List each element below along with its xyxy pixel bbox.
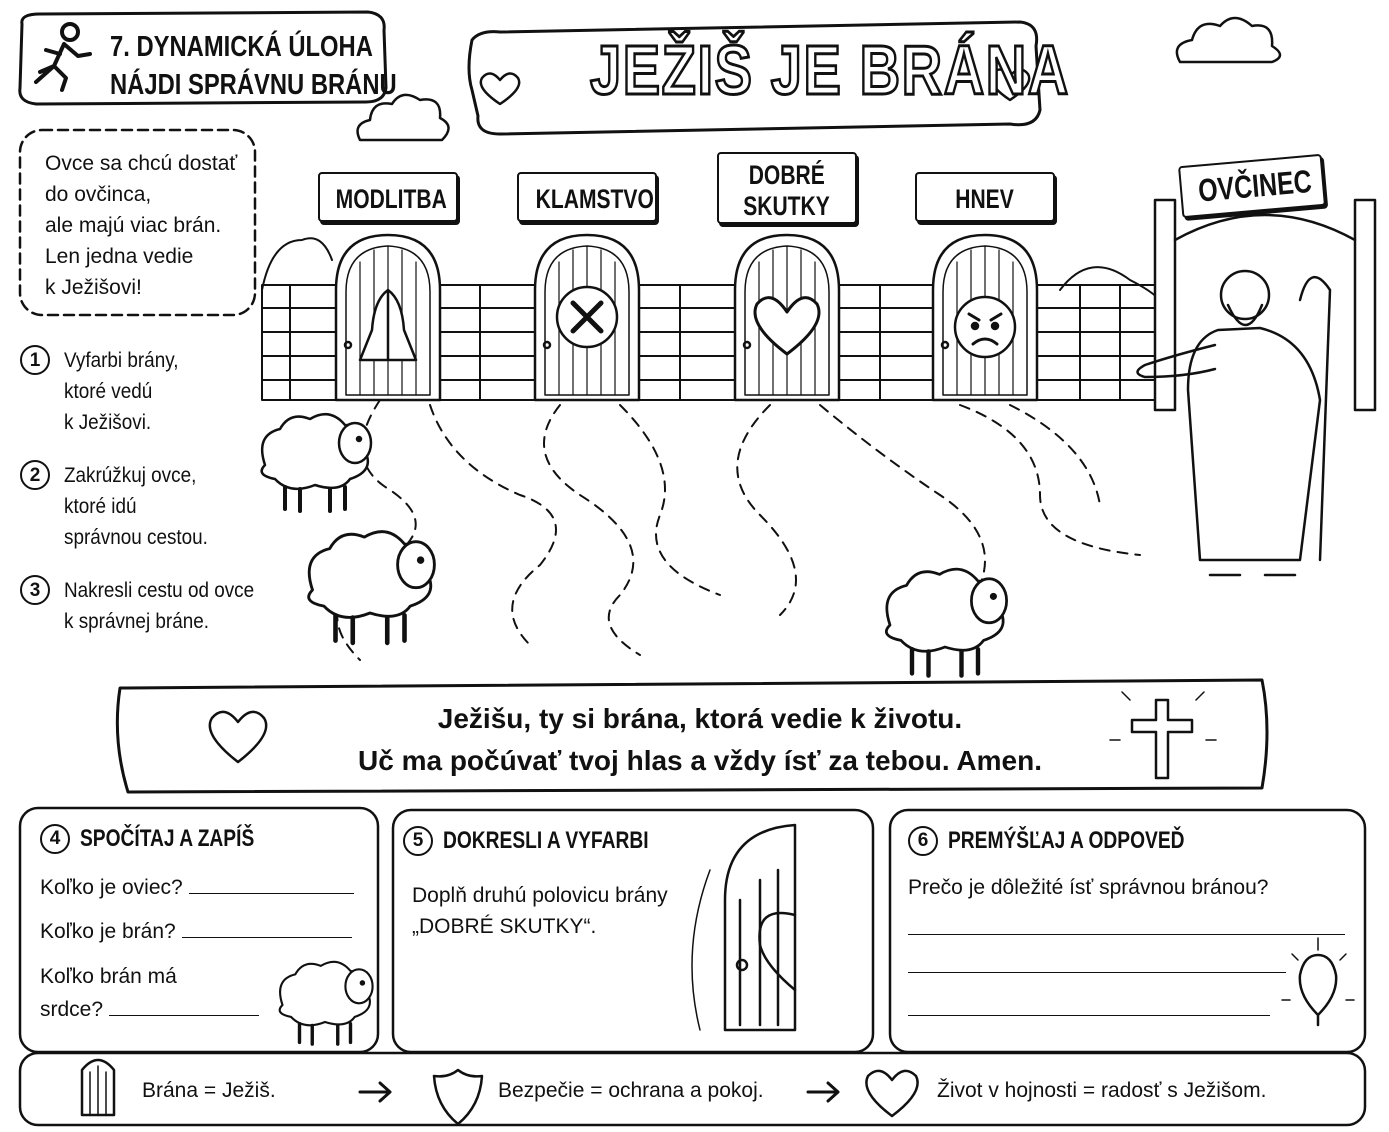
legend-gate-text: Brána = Ježiš. — [142, 1079, 276, 1102]
heart-icon — [208, 710, 268, 764]
intro-line: do ovčinca, — [45, 183, 152, 206]
question-heart-gates-1: Koľko brán má — [40, 965, 177, 988]
question-sheep-count: Koľko je oviec? — [40, 876, 183, 899]
panel-draw-header: 5 DOKRESLI A VYFARBI — [403, 826, 700, 856]
step-text: Vyfarbi brány, — [64, 349, 179, 372]
sheep[interactable] — [307, 530, 436, 646]
angry-face-icon — [953, 295, 1017, 359]
panel-count-header: 4 SPOČÍTAJ A ZAPÍŠ — [40, 824, 298, 854]
step-2: 2 Zakrúžkuj ovce, ktoré idú správnou cestou… — [20, 460, 224, 553]
jesus-figure — [1136, 269, 1332, 577]
step-number: 3 — [20, 575, 50, 605]
prayer-banner-frame — [115, 678, 1269, 794]
intro-line: Ovce sa chcú dostať — [45, 152, 238, 175]
panel-draw-title: DOKRESLI A VYFARBI — [443, 827, 649, 854]
legend-heart-text: Život v hojnosti = radosť s Ježišom. — [937, 1079, 1267, 1102]
draw-instruction-2: „DOBRÉ SKUTKY“. — [412, 915, 597, 938]
arrow-right-icon — [358, 1081, 392, 1103]
step-number: 2 — [20, 460, 50, 490]
page-title: JEŽIŠ JE BRÁNA — [589, 30, 1070, 111]
answer-line[interactable] — [181, 937, 352, 938]
heart-icon — [989, 68, 1031, 102]
heart-icon — [753, 296, 821, 356]
step-3: 3 Nakresli cestu od ovce k správnej bráne. — [20, 575, 275, 637]
step-1: 1 Vyfarbi brány, ktoré vedú k Ježišovi. — [20, 345, 191, 438]
gate-sign: HNEV — [915, 172, 1055, 222]
question-gate-count: Koľko je brán? — [40, 920, 176, 943]
lightbulb-icon — [1281, 937, 1355, 1027]
answer-line[interactable] — [108, 1015, 259, 1016]
title-banner-frame — [467, 20, 1042, 136]
intro-text: Ovce sa chcú dostať do ovčinca, ale majú v… — [45, 148, 237, 303]
gate[interactable] — [931, 233, 1039, 402]
heart-icon — [479, 72, 521, 106]
panel-think-title: PREMÝŠĽAJ A ODPOVEĎ — [948, 827, 1185, 854]
half-gate-drawing — [691, 823, 797, 1032]
step-text: ktoré vedú — [64, 380, 153, 403]
gate-sign: KLAMSTVO — [517, 172, 657, 222]
task-badge-frame — [18, 10, 388, 106]
step-text: Zakrúžkuj ovce, — [64, 464, 197, 487]
gate-label: DOBRÉ — [748, 160, 826, 190]
legend-frame — [18, 1051, 1367, 1127]
step-text: správnou cestou. — [64, 526, 208, 549]
step-number: 1 — [20, 345, 50, 375]
step-text: k Ježišovi. — [64, 411, 152, 434]
prayer-line-2: Uč ma počúvať tvoj hlas a vždy ísť za te… — [358, 745, 1042, 776]
answer-line[interactable] — [908, 972, 1286, 973]
intro-line: k Ježišovi! — [45, 276, 142, 299]
heart-icon — [865, 1069, 919, 1118]
panel-think-header: 6 PREMÝŠĽAJ A ODPOVEĎ — [908, 826, 1244, 856]
gate[interactable] — [733, 233, 841, 402]
intro-box-frame — [18, 128, 257, 317]
step-text: Nakresli cestu od ovce — [64, 579, 255, 602]
intro-line: ale majú viac brán. — [45, 214, 222, 237]
cloud-icon — [356, 93, 450, 142]
cross-icon — [1109, 691, 1217, 780]
answer-line[interactable] — [908, 934, 1345, 935]
step-number: 4 — [40, 824, 70, 854]
answer-line[interactable] — [188, 893, 354, 894]
task-title: 7. DYNAMICKÁ ÚLOHA — [110, 31, 373, 63]
running-person-icon — [34, 22, 92, 92]
gate-label: HNEV — [955, 184, 1015, 214]
step-text: ktoré idú — [64, 495, 137, 518]
gate[interactable] — [533, 233, 641, 402]
sheep[interactable] — [885, 567, 1008, 678]
step-number: 5 — [403, 826, 433, 856]
x-mark-icon — [555, 285, 619, 349]
draw-instruction-1: Doplň druhú polovicu brány — [412, 884, 668, 907]
sheep[interactable] — [260, 412, 373, 513]
question-heart-gates-2: srdce? — [40, 998, 104, 1021]
gate-label: MODLITBA — [335, 184, 447, 214]
cloud-icon — [1175, 16, 1282, 64]
gate-label: SKUTKY — [743, 191, 831, 221]
step-text: k správnej bráne. — [64, 610, 209, 633]
praying-hands-icon — [358, 288, 418, 362]
answer-line[interactable] — [908, 1015, 1270, 1016]
gate-sign: MODLITBA — [318, 172, 458, 222]
gate-icon — [80, 1058, 116, 1117]
gate[interactable] — [334, 233, 442, 402]
panel-count-title: SPOČÍTAJ A ZAPÍŠ — [80, 825, 255, 852]
prayer-line-1: Ježišu, ty si brána, ktorá vedie k život… — [437, 703, 963, 734]
maze-paths — [336, 399, 1141, 661]
step-number: 6 — [908, 826, 938, 856]
gate-label: KLAMSTVO — [535, 184, 654, 214]
task-subtitle: NÁJDI SPRÁVNU BRÁNU — [110, 69, 397, 101]
think-question: Prečo je dôležité ísť správnou bránou? — [908, 876, 1269, 899]
intro-line: Len jedna vedie — [45, 245, 194, 268]
arrow-right-icon — [806, 1081, 840, 1103]
legend-shield-text: Bezpečie = ochrana a pokoj. — [498, 1079, 764, 1102]
shield-icon — [432, 1068, 484, 1126]
sheep[interactable] — [278, 960, 374, 1046]
